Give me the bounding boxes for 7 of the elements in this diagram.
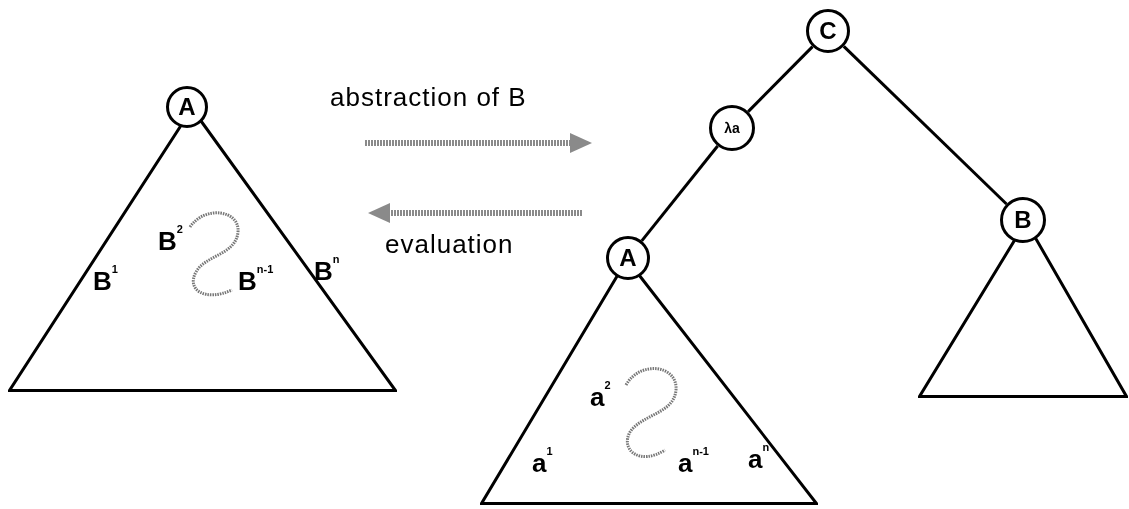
- transformation-label: abstraction of B: [330, 84, 527, 110]
- variable-label: B$^{n}$: [314, 258, 340, 284]
- variable-label: a$^{n}$: [748, 446, 770, 472]
- tree-edge: [640, 145, 719, 242]
- tree-edge: [842, 45, 1008, 206]
- tree-edge: [747, 45, 814, 113]
- transformation-label: evaluation: [385, 231, 514, 257]
